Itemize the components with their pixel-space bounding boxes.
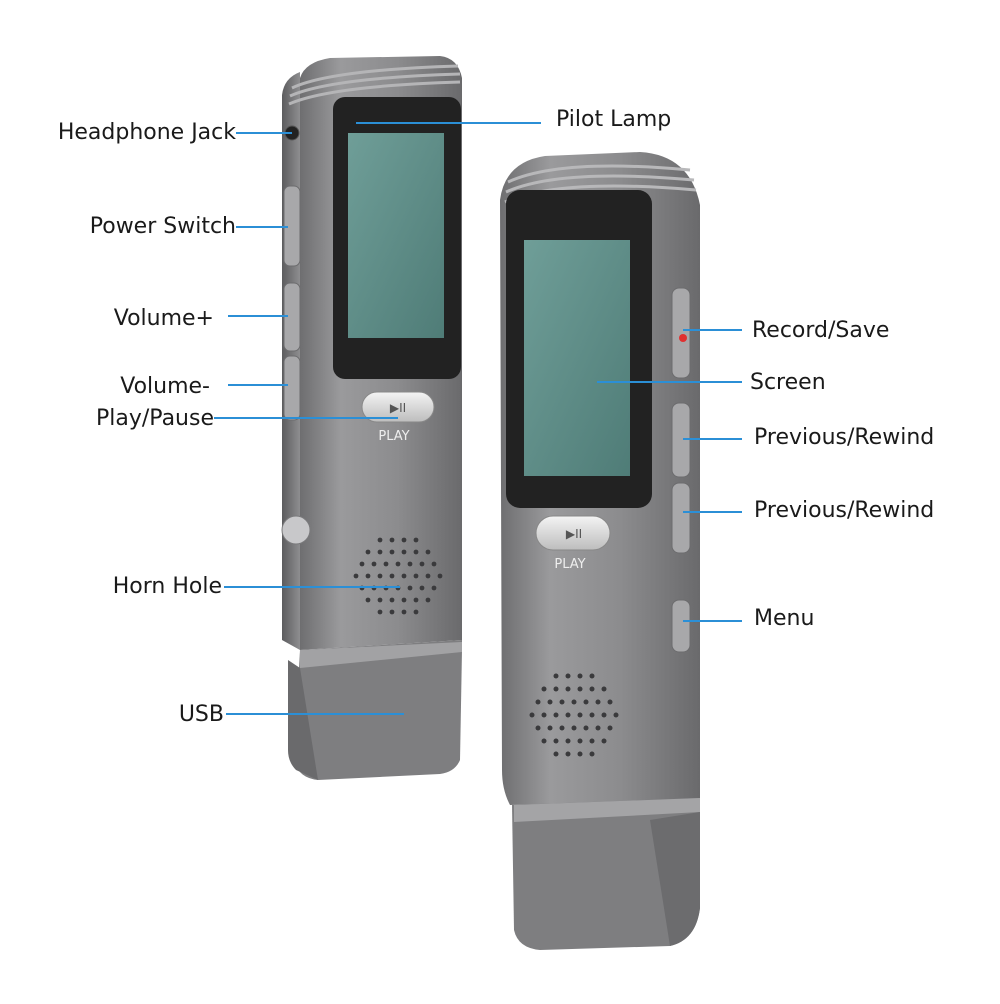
left-side-badge [281, 515, 311, 545]
record-dot-icon [679, 334, 687, 342]
callout-lines [214, 122, 742, 715]
label-record-save: Record/Save [752, 318, 890, 343]
right-play-text: PLAY [554, 557, 585, 572]
label-pilot-lamp: Pilot Lamp [556, 107, 672, 132]
label-previous-rewind-1: Previous/Rewind [754, 425, 935, 450]
label-horn-hole: Horn Hole [112, 574, 222, 599]
left-top-ridges [288, 64, 461, 106]
left-screen [348, 133, 444, 338]
label-play-pause: Play/Pause [96, 406, 214, 431]
label-screen: Screen [750, 370, 826, 395]
left-play-text: PLAY [378, 429, 409, 444]
label-volume-plus: Volume+ [113, 306, 214, 331]
left-recorder: ▶II PLAY [281, 56, 462, 780]
label-usb: USB [178, 702, 224, 727]
right-recorder: ▶II PLAY [500, 152, 700, 950]
label-power-switch: Power Switch [89, 214, 236, 239]
right-play-button [535, 515, 611, 551]
right-next-button [671, 482, 691, 554]
right-screen [524, 240, 630, 476]
right-speaker-grille [529, 673, 619, 757]
label-previous-rewind-2: Previous/Rewind [754, 498, 935, 523]
svg-text:▶II: ▶II [390, 401, 406, 415]
left-play-button [361, 391, 435, 423]
label-volume-minus: Volume- [120, 374, 210, 399]
svg-text:▶II: ▶II [566, 527, 582, 541]
label-menu: Menu [754, 606, 815, 631]
right-menu-button [671, 599, 691, 653]
left-volume-down-button [283, 355, 301, 421]
label-headphone-jack: Headphone Jack [57, 120, 236, 145]
right-record-button [671, 287, 691, 379]
